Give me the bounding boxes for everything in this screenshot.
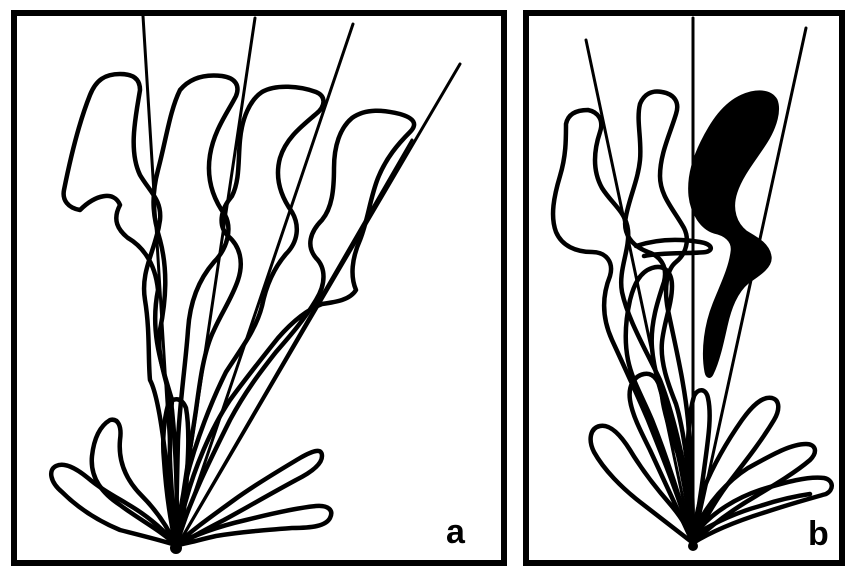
panel-a: a (14, 13, 504, 563)
panel-a-label: a (446, 513, 466, 551)
panel-b-filled-lobe-hook (636, 240, 711, 256)
panel-b-label: b (808, 515, 829, 553)
panel-a-base-point (170, 542, 182, 554)
panel-b-upper-outlines (553, 92, 710, 544)
panel-a-upper-outlines (64, 74, 414, 545)
panel-b-filled-lobe (690, 92, 778, 377)
panel-b: b (526, 13, 842, 563)
panel-b-base-point (688, 541, 698, 551)
